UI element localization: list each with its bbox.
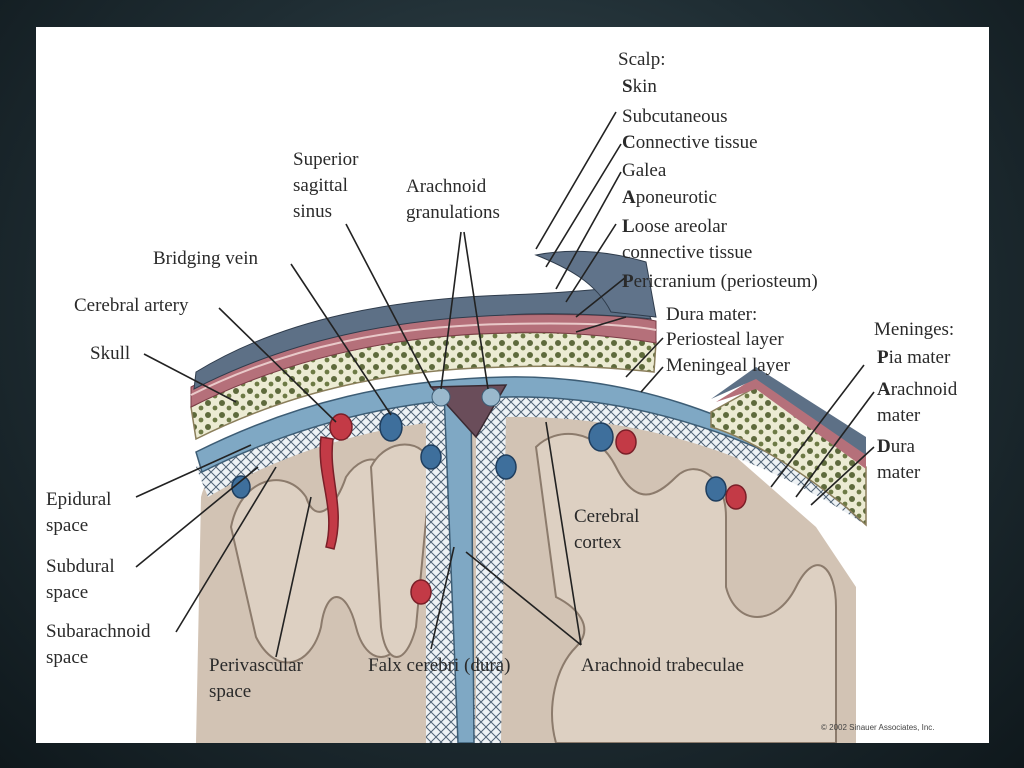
label-loose-areolar-2: connective tissue <box>622 242 753 263</box>
label-pia-mater: Pia mater <box>877 347 951 368</box>
label-subdural-space: Subdural space <box>46 556 115 603</box>
label-dura-mater: Dura <box>877 436 915 457</box>
label-pericranium: Pericranium (periosteum) <box>622 271 818 292</box>
arachnoid-granulation <box>431 387 451 407</box>
label-meningeal-layer: Meningeal layer <box>666 355 790 376</box>
scalp-skin <box>193 284 652 390</box>
label-bridging-vein: Bridging vein <box>153 248 259 269</box>
label-cerebral-cortex: Cerebral cortex <box>574 506 640 553</box>
label-subarachnoid-space: Subarachnoid space <box>46 621 151 668</box>
label-skull: Skull <box>90 343 131 364</box>
label-arachnoid-mater-2: mater <box>877 405 921 426</box>
label-aponeurotic: Aponeurotic <box>622 187 717 208</box>
veins <box>231 412 727 502</box>
copyright-text: © 2002 Sinauer Associates, Inc. <box>821 723 935 732</box>
label-subcutaneous: Subcutaneous <box>622 106 728 127</box>
illustration-frame: Scalp: Skin Subcutaneous Connective tiss… <box>36 27 989 743</box>
label-scalp-title: Scalp: <box>618 49 666 70</box>
meninges-illustration <box>135 111 875 743</box>
label-perivascular-space: Perivascular space <box>209 655 303 702</box>
label-arachnoid-granulations: Arachnoid granulations <box>406 176 500 223</box>
label-dura-mater-2: mater <box>877 462 921 483</box>
label-galea: Galea <box>622 160 667 181</box>
label-arachnoid-trabeculae: Arachnoid trabeculae <box>581 655 744 676</box>
label-connective-tissue: Connective tissue <box>622 132 758 153</box>
label-periosteal-layer: Periosteal layer <box>666 329 784 350</box>
label-cerebral-artery: Cerebral artery <box>74 295 189 316</box>
label-falx-cerebri: Falx cerebri (dura) <box>368 655 511 676</box>
leader-lines <box>135 111 875 658</box>
gyri <box>229 433 837 743</box>
label-meninges-title: Meninges: <box>874 319 955 340</box>
label-dura-mater-title: Dura mater: <box>666 304 758 325</box>
label-skin: Skin <box>622 76 657 97</box>
label-loose-areolar: Loose areolar <box>622 216 727 237</box>
label-superior-sagittal-sinus: Superior sagittal sinus <box>293 149 359 222</box>
label-arachnoid-mater: Arachnoid <box>877 379 958 400</box>
label-epidural-space: Epidural space <box>46 489 112 536</box>
